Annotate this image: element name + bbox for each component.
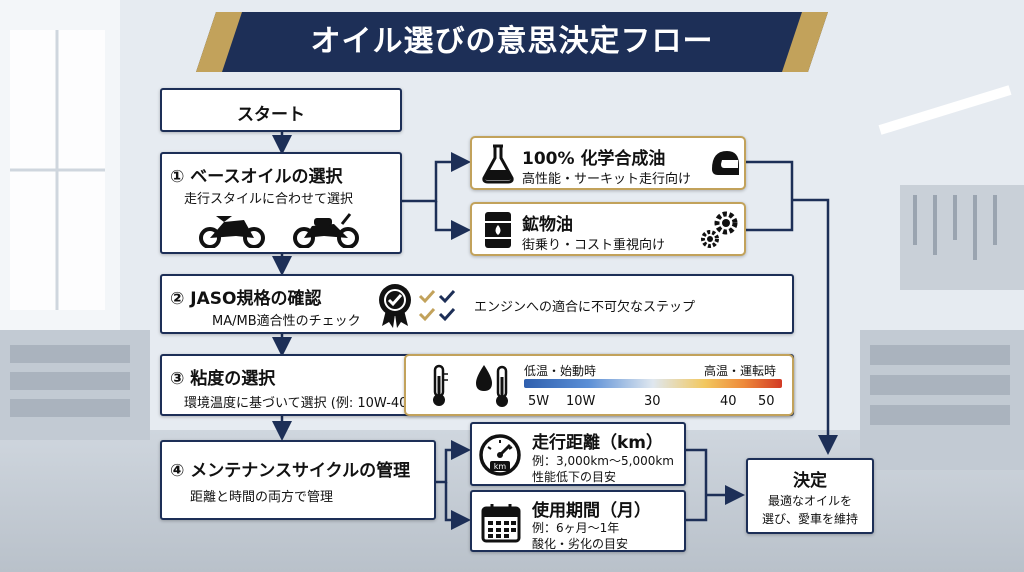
viscosity-tick-30: 30 (644, 394, 661, 409)
viscosity-low-label: 低温・始動時 (524, 364, 597, 378)
viscosity-tick-10w: 10W (566, 394, 596, 409)
distance-example: 例：3,000km〜5,000km (532, 454, 674, 468)
title-banner: オイル選びの意思決定フロー (196, 12, 828, 72)
helmet-icon (712, 151, 739, 175)
cruiser-motorcycle-icon (293, 213, 359, 248)
synthetic-title: 100% 化学合成油 (522, 149, 666, 169)
viscosity-tick-5w: 5W (528, 394, 550, 409)
synthetic-oil-box: 100% 化学合成油 高性能・サーキット走行向け (470, 136, 746, 190)
step2-desc: MA/MB適合性のチェック (212, 314, 361, 329)
viscosity-tick-50: 50 (758, 394, 775, 409)
speedometer-km-text: km (494, 462, 507, 471)
gears-icon (701, 211, 738, 248)
period-example: 例：6ヶ月〜1年 (532, 521, 620, 535)
step4-box: ④ メンテナンスサイクルの管理 距離と時間の両方で管理 (160, 440, 436, 520)
distance-box: km 走行距離（km） 例：3,000km〜5,000km 性能低下の目安 (470, 422, 686, 486)
mineral-oil-box: 鉱物油 街乗り・コスト重視向け (470, 202, 746, 256)
start-box: スタート (160, 88, 402, 132)
decision-title: 決定 (793, 471, 827, 491)
distance-title: 走行距離（km） (532, 433, 664, 453)
certified-badge-icon (379, 284, 411, 328)
step1-box: ① ベースオイルの選択 走行スタイルに合わせて選択 (160, 152, 402, 254)
step2-note: エンジンへの適合に不可欠なステップ (474, 300, 696, 315)
synthetic-desc: 高性能・サーキット走行向け (522, 172, 692, 187)
oil-drop-thermometer-icon (476, 365, 508, 407)
step4-title: ④ メンテナンスサイクルの管理 (170, 461, 411, 481)
page-title: オイル選びの意思決定フロー (310, 24, 714, 59)
step1-title: ① ベースオイルの選択 (170, 167, 343, 187)
period-title: 使用期間（月） (532, 501, 651, 521)
period-desc: 酸化・劣化の目安 (532, 537, 629, 551)
checklist-icon (418, 289, 456, 322)
decision-line1: 最適なオイルを (767, 494, 852, 508)
speedometer-icon: km (479, 434, 521, 476)
mineral-title: 鉱物油 (522, 215, 573, 235)
decision-box: 決定 最適なオイルを 選び、愛車を維持 (746, 458, 874, 534)
step1-desc: 走行スタイルに合わせて選択 (184, 192, 354, 207)
sport-motorcycle-icon (199, 216, 265, 248)
viscosity-panel: 低温・始動時 高温・運転時 5W 10W 30 40 50 (404, 354, 794, 416)
mineral-desc: 街乗り・コスト重視向け (522, 238, 666, 253)
viscosity-scale-bar (524, 379, 782, 388)
oil-barrel-icon (485, 212, 511, 248)
distance-desc: 性能低下の目安 (532, 470, 617, 484)
step3-desc: 環境温度に基づいて選択 (例: 10W-40) (184, 396, 413, 411)
start-label: スタート (237, 105, 305, 125)
viscosity-tick-40: 40 (720, 394, 737, 409)
period-box: 使用期間（月） 例：6ヶ月〜1年 酸化・劣化の目安 (470, 490, 686, 552)
step3-title: ③ 粘度の選択 (170, 369, 276, 389)
decision-line2: 選び、愛車を維持 (761, 512, 858, 526)
step2-box: ② JASO規格の確認 MA/MB適合性のチェック エンジンへの適合に不可欠なス… (160, 274, 794, 334)
flask-icon (482, 144, 514, 184)
viscosity-high-label: 高温・運転時 (704, 364, 777, 378)
calendar-icon (481, 504, 521, 543)
thermometer-icon (433, 364, 448, 406)
step4-desc: 距離と時間の両方で管理 (190, 490, 334, 505)
step2-title: ② JASO規格の確認 (170, 289, 322, 309)
